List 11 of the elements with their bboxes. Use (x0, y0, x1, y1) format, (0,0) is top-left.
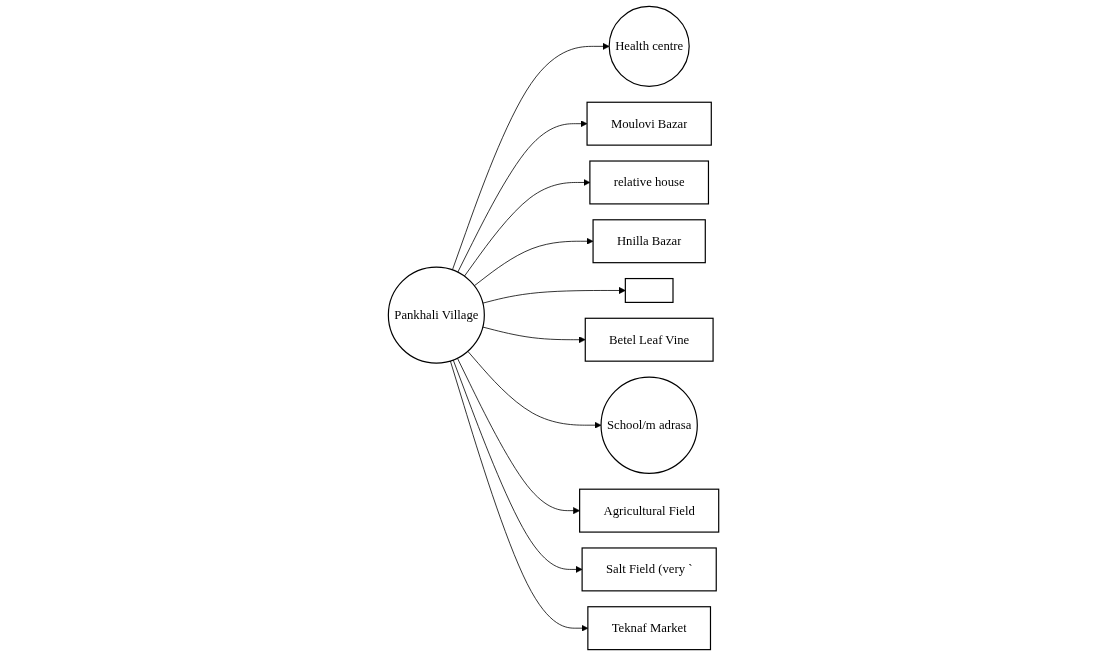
node-box: Betel Leaf Vine (584, 317, 714, 362)
node-circle: Health centre (608, 5, 690, 87)
node-box: Moulovi Bazar (586, 101, 712, 146)
node-circle: Pankhali Village (387, 266, 485, 364)
node-box: Agricultural Field (579, 488, 720, 533)
node-box: Hnilla Bazar (592, 219, 706, 264)
node-box: relative house (589, 160, 710, 205)
node-box: Salt Field (very ` (581, 547, 717, 592)
node-box: Teknaf Market (587, 606, 712, 651)
node-box (624, 277, 674, 303)
node-circle: School/m adrasa (600, 376, 698, 474)
